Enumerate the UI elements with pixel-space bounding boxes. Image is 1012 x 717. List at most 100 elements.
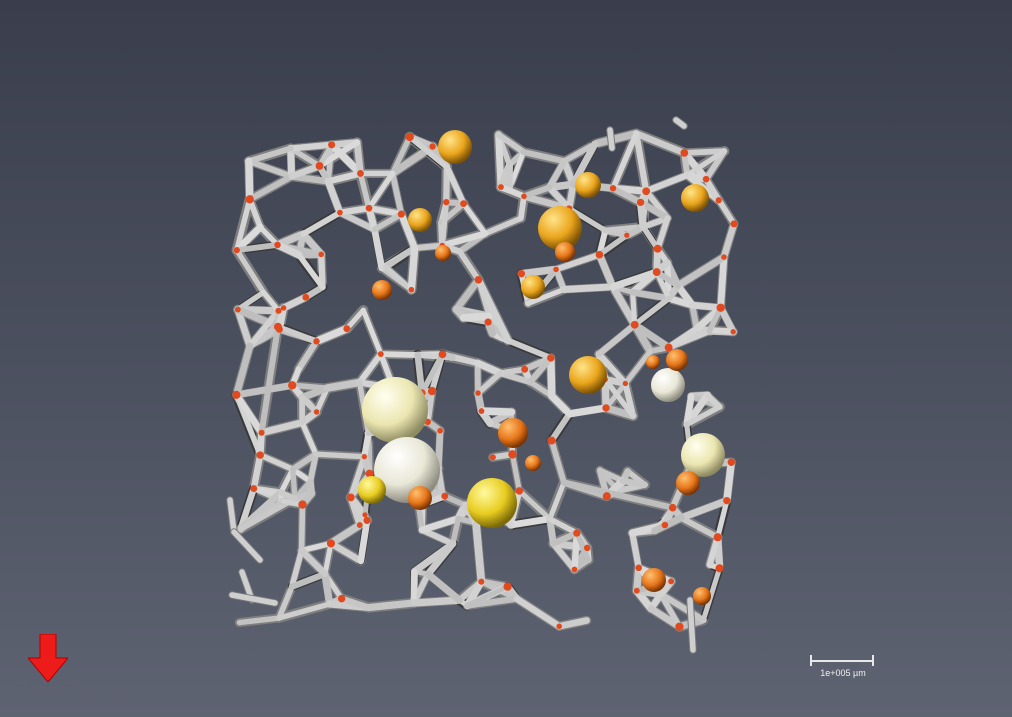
- junction-node: [636, 198, 645, 207]
- pore-sphere: [435, 245, 451, 261]
- throat-tube: [288, 162, 323, 180]
- throat-tube: [717, 253, 728, 312]
- throat-tube: [371, 226, 386, 272]
- junction-node: [723, 497, 731, 505]
- throat-tube: [256, 429, 265, 459]
- throat-tube: [277, 489, 298, 502]
- junction-node: [602, 492, 611, 501]
- throat-tube: [357, 517, 371, 565]
- throat-tube: [232, 381, 296, 399]
- junction-node: [478, 578, 485, 585]
- throat-tube: [546, 158, 568, 191]
- throat-tube: [555, 617, 590, 630]
- junction-node: [427, 386, 437, 396]
- throat-tube: [629, 268, 661, 296]
- throat-tube: [443, 163, 467, 207]
- junction-node: [498, 184, 504, 191]
- throat-tube: [257, 224, 281, 248]
- throat-tube: [683, 393, 695, 428]
- throat-tube: [673, 117, 687, 129]
- junction-node: [652, 268, 661, 276]
- throat-tube: [507, 515, 554, 529]
- junction-node: [302, 293, 310, 301]
- throat-tube: [439, 199, 450, 249]
- throat-tube: [630, 289, 638, 328]
- pore-sphere: [521, 275, 545, 299]
- junction-node: [245, 195, 254, 204]
- throat-tube: [460, 200, 488, 237]
- throat-tube: [684, 148, 727, 178]
- throat-tube: [258, 419, 306, 437]
- throat-tube: [514, 596, 562, 629]
- junction-node: [397, 210, 405, 218]
- throat-tube: [275, 323, 320, 345]
- throat-tube: [495, 131, 527, 156]
- throat-tube: [653, 269, 681, 289]
- throat-tube: [322, 540, 334, 577]
- throat-tube: [419, 351, 446, 396]
- throat-tube: [472, 519, 485, 585]
- throat-tube: [233, 223, 264, 254]
- throat-tube: [338, 595, 372, 611]
- junction-node: [721, 254, 727, 260]
- throat-tube: [517, 193, 527, 222]
- throat-tube: [313, 451, 368, 460]
- throat-tube: [307, 451, 319, 485]
- throat-tube: [234, 306, 254, 350]
- throat-tube: [591, 129, 640, 148]
- pore-sphere: [538, 206, 582, 250]
- throat-tube: [633, 564, 643, 595]
- junction-node: [661, 521, 669, 529]
- throat-tube: [474, 359, 504, 377]
- throat-tube: [377, 351, 421, 358]
- throat-tube: [482, 215, 524, 237]
- throat-tube: [371, 211, 405, 233]
- throat-tube: [602, 404, 637, 420]
- throat-tube: [288, 145, 323, 169]
- throat-tube: [610, 185, 644, 206]
- throat-tube: [418, 515, 462, 534]
- throat-tube: [595, 351, 629, 387]
- scale-bar-tick-right: [872, 655, 874, 666]
- throat-tube: [327, 540, 365, 565]
- throat-tube: [257, 452, 296, 473]
- throat-tube: [474, 276, 512, 345]
- throat-tube: [464, 595, 520, 609]
- throat-tube: [678, 514, 721, 541]
- junction-node: [517, 270, 526, 278]
- throat-tube: [477, 407, 516, 416]
- scale-bar-line: [810, 660, 874, 662]
- junction-node: [275, 307, 282, 314]
- junction-node: [547, 436, 556, 445]
- throat-tube: [546, 184, 572, 212]
- throat-tube: [565, 180, 577, 212]
- throat-tube: [245, 158, 295, 180]
- junction-node: [441, 492, 449, 500]
- junction-node: [256, 451, 264, 459]
- pore-sphere: [651, 368, 685, 402]
- junction-node: [273, 322, 282, 331]
- throat-tube: [287, 144, 296, 180]
- pergeos-logo: PerGeos: [10, 630, 170, 710]
- throat-tube: [360, 307, 384, 357]
- junction-node: [573, 529, 581, 537]
- throat-tube: [547, 479, 567, 522]
- throat-tube: [547, 516, 580, 536]
- junction-node: [716, 303, 725, 312]
- throat-tube: [657, 591, 707, 624]
- throat-tube: [525, 286, 567, 307]
- junction-node: [437, 427, 443, 434]
- throat-tube: [665, 295, 696, 309]
- junction-node: [556, 623, 563, 630]
- pore-spheres: [358, 130, 725, 605]
- throat-tube: [290, 466, 314, 485]
- throat-tube: [229, 592, 278, 606]
- throat-tube: [389, 170, 405, 217]
- junction-node: [460, 200, 467, 207]
- junction-node: [515, 487, 524, 495]
- junction-node: [727, 458, 736, 466]
- junction-node: [232, 390, 241, 399]
- throat-tube: [299, 419, 319, 457]
